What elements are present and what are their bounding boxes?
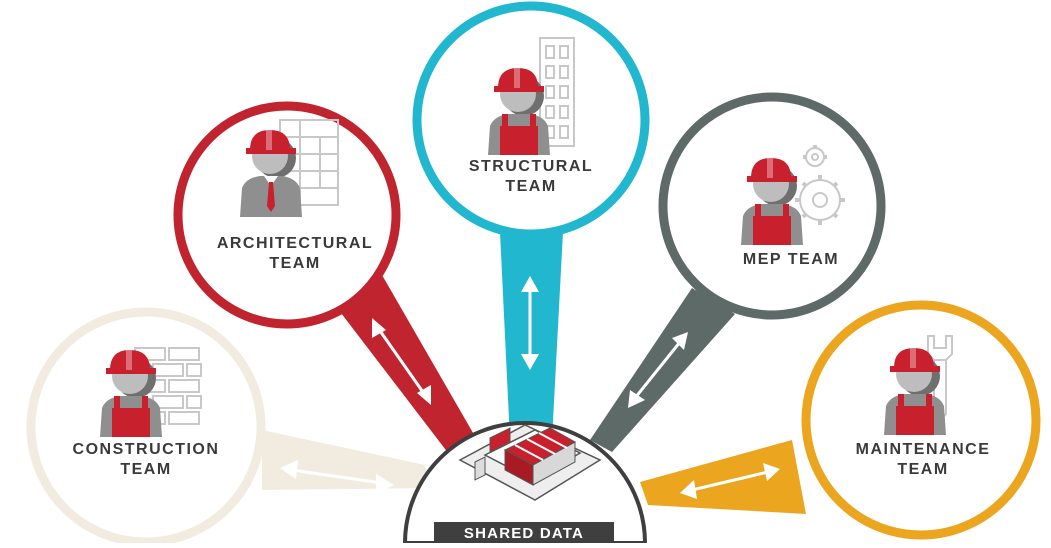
mep-double-arrow-icon <box>628 332 688 408</box>
structural-worker-icon <box>488 68 550 155</box>
construction-label-line-1: CONSTRUCTION <box>72 441 220 458</box>
construction-worker-icon <box>100 350 162 437</box>
structural-team-label: STRUCTURAL TEAM <box>431 157 631 197</box>
maintenance-team-label: MAINTENANCE TEAM <box>823 440 1023 480</box>
maintenance-label-line-2: TEAM <box>897 461 949 478</box>
mep-team-label: MEP TEAM <box>691 250 891 270</box>
shared-data-label: SHARED DATA <box>434 522 614 543</box>
maintenance-beam <box>640 440 806 514</box>
architect-worker-icon <box>240 130 302 217</box>
architectural-team-label: ARCHITECTURAL TEAM <box>195 234 395 274</box>
maintenance-label-line-1: MAINTENANCE <box>855 441 991 458</box>
construction-label-line-2: TEAM <box>120 461 172 478</box>
structural-label-line-1: STRUCTURAL <box>468 158 594 175</box>
construction-team-label: CONSTRUCTION TEAM <box>46 440 246 480</box>
mep-worker-icon <box>741 158 803 245</box>
mep-beam <box>590 288 735 452</box>
maintenance-worker-icon <box>884 348 946 435</box>
construction-double-arrow-icon <box>280 460 394 494</box>
architectural-double-arrow-icon <box>372 318 431 405</box>
gears-icon <box>795 145 845 225</box>
maintenance-double-arrow-icon <box>680 463 780 499</box>
construction-beam <box>262 430 430 490</box>
structural-label-line-2: TEAM <box>505 178 557 195</box>
mep-label-line-1: MEP TEAM <box>742 251 840 268</box>
architectural-label-line-1: ARCHITECTURAL <box>216 235 374 252</box>
building-model-icon <box>458 424 602 501</box>
structural-double-arrow-icon <box>521 276 539 370</box>
architectural-label-line-2: TEAM <box>269 255 321 272</box>
building-icon <box>539 37 575 147</box>
